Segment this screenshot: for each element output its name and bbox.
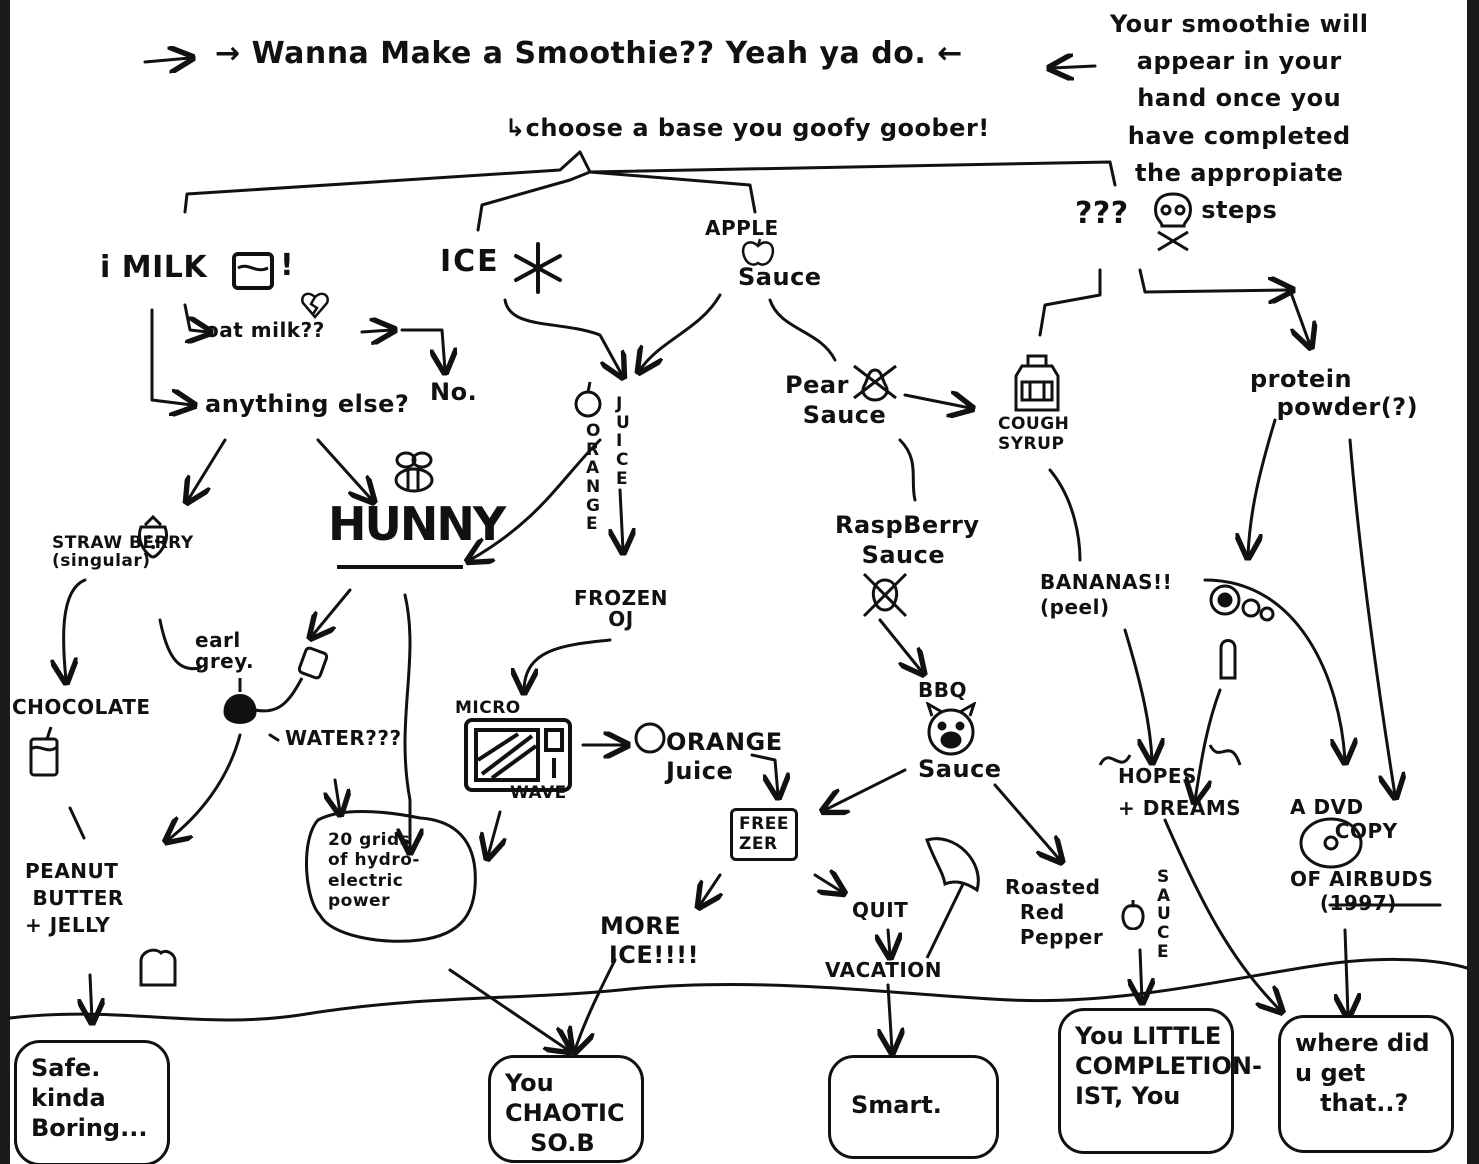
sauce-vertical-label: SAUCE — [1157, 867, 1172, 962]
eyeball-icon — [1209, 584, 1275, 680]
milk-to-oat — [183, 303, 208, 332]
snowflake-icon — [514, 242, 562, 294]
base-brace-apple — [588, 170, 757, 214]
bananas-node: BANANAS!! (peel) — [1040, 570, 1173, 619]
ending-where: where did u get that..? — [1278, 1015, 1454, 1153]
base-milk: i MILK — [100, 250, 208, 285]
page-subtitle: ↳choose a base you goofy goober! — [505, 114, 990, 142]
ending-smart-text: Smart. — [851, 1091, 942, 1119]
umbrella-icon — [925, 837, 980, 959]
honey-underline — [337, 565, 463, 569]
ending-completionist: You LITTLE COMPLETION- IST, You — [1058, 1008, 1262, 1154]
title-arrow-left — [143, 58, 190, 62]
skull-crossbones-icon — [1154, 192, 1192, 252]
ending-safe: Safe. kinda Boring... — [14, 1040, 170, 1164]
ending-completionist-text: You LITTLE COMPLETION- IST, You — [1075, 1022, 1262, 1110]
milk-exclamation: ! — [280, 248, 295, 283]
rain-cloud-icon — [1098, 744, 1242, 766]
base-apple-top: APPLE — [705, 216, 779, 240]
hydro-cloud — [304, 810, 477, 943]
milk-carton-icon — [232, 252, 274, 290]
base-mystery: ??? — [1075, 196, 1129, 231]
ground-line — [8, 957, 1469, 1022]
bbq-node: BBQ — [918, 678, 967, 702]
chocolate-milk-icon — [29, 726, 59, 777]
microwave-label-top: MICRO — [455, 698, 521, 718]
side-note: Your smoothie will appear in your hand o… — [1110, 10, 1369, 224]
ending-chaotic: You CHAOTIC SO.B — [488, 1055, 644, 1163]
bitten-sandwich-icon — [139, 948, 177, 987]
hopes-dreams-node: HOPES + DREAMS — [1118, 764, 1242, 820]
orange-juice-node: ORANGE Juice — [666, 728, 783, 785]
more-ice-node: MORE ICE!!!! — [600, 912, 700, 969]
no-answer: No. — [430, 378, 478, 406]
apple-icon — [741, 238, 775, 266]
title-arrow-right — [1052, 66, 1097, 68]
bbq-sauce-node: Sauce — [918, 755, 1002, 783]
orange-vertical-label: ORANGE — [586, 421, 601, 535]
cough-syrup-bottle-icon — [1014, 354, 1060, 412]
base-apple-bottom: Sauce — [738, 263, 822, 291]
page-title: → Wanna Make a Smoothie?? Yeah ya do. ← — [215, 36, 963, 71]
vacation-node: VACATION — [825, 958, 943, 982]
microwave-icon — [464, 718, 572, 792]
strawberry-icon — [138, 515, 168, 559]
pear-crossed-icon — [853, 364, 897, 402]
hydro-node: 20 grids of hydro- electric power — [328, 830, 420, 912]
ending-chaotic-text: You CHAOTIC SO.B — [505, 1069, 625, 1157]
earl-grey-node: earl grey. — [195, 628, 255, 673]
pepper-icon — [1121, 900, 1145, 930]
raspberry-crossed-icon — [862, 572, 908, 618]
strawberry-node: STRAW BERRY (singular) — [52, 533, 194, 571]
milk-to-anything — [150, 308, 192, 405]
cough-syrup-node: COUGH SYRUP — [998, 414, 1070, 454]
microwave-label-bottom: WAVE — [510, 783, 567, 803]
juice-vertical-label: JUICE — [616, 394, 631, 489]
anything-else-question: anything else? — [205, 390, 410, 418]
dvd-disc-icon — [1299, 817, 1363, 869]
ending-safe-text: Safe. kinda Boring... — [31, 1054, 148, 1142]
pear-sauce-node: Pear Sauce — [785, 371, 887, 429]
freezer-node: FREE ZER — [730, 808, 798, 862]
ending-where-text: where did u get that..? — [1295, 1029, 1430, 1117]
chocolate-node: CHOCOLATE — [12, 695, 151, 719]
frozen-oj-node: FROZEN OJ — [574, 586, 668, 631]
honey-node: HUNNY — [328, 497, 506, 551]
roasted-pepper-node: Roasted Red Pepper — [1005, 875, 1104, 949]
tea-bag-icon — [223, 646, 329, 724]
protein-powder-node: protein powder(?) — [1250, 365, 1419, 421]
orange-circle-icon — [634, 722, 666, 754]
pig-icon — [925, 702, 977, 756]
quit-node: QUIT — [852, 898, 909, 922]
raspberry-sauce-node: RaspBerry Sauce — [835, 511, 980, 569]
broken-heart-icon — [301, 292, 329, 319]
ending-smart: Smart. — [828, 1055, 999, 1159]
base-ice: ICE — [440, 244, 500, 279]
base-brace-ice — [476, 170, 592, 232]
bee-icon — [394, 451, 434, 493]
orange-icon — [574, 381, 602, 418]
oat-milk-question: oat milk?? — [205, 318, 325, 342]
base-brace — [183, 150, 1117, 214]
water-node: WATER??? — [285, 726, 402, 750]
peanut-butter-node: PEANUT BUTTER + JELLY — [25, 859, 124, 937]
